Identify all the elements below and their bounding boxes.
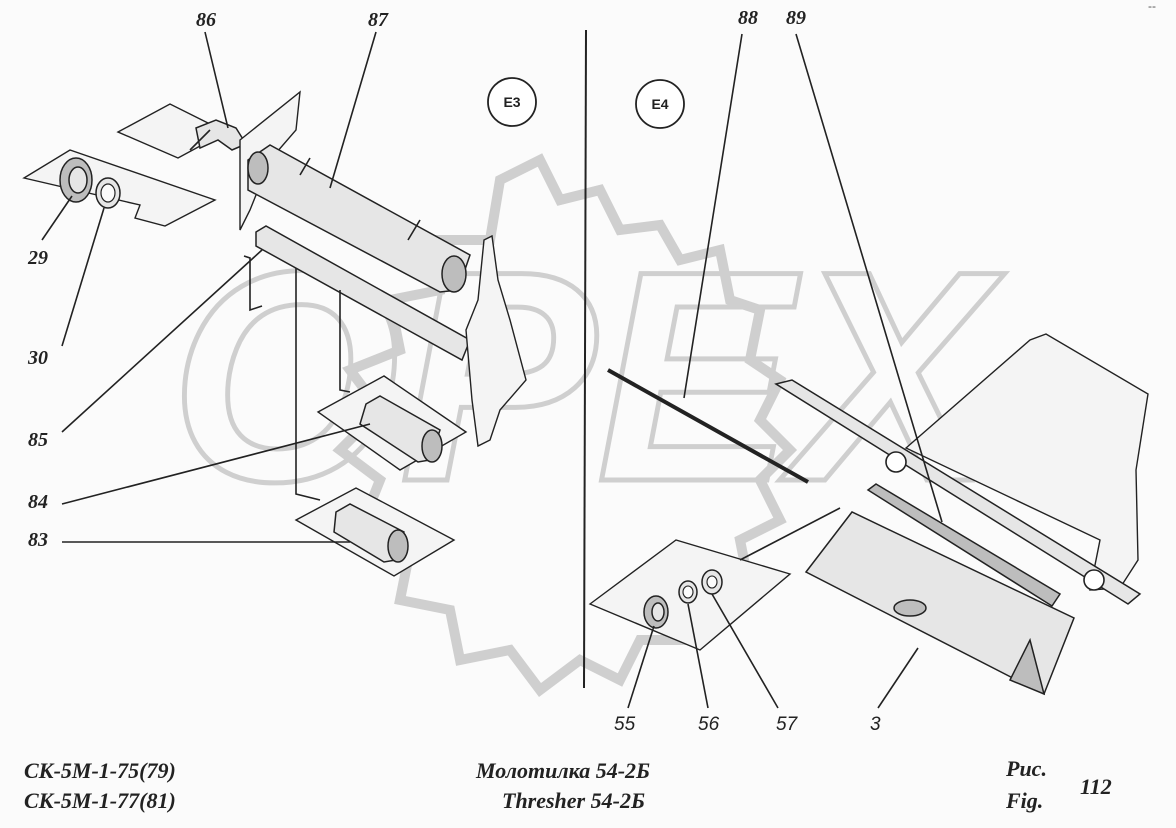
washer-57 (701, 569, 723, 595)
left-assembly (22, 31, 527, 577)
rod-88 (607, 368, 809, 484)
zone-label-e3: E3 (503, 94, 520, 110)
callout-86: 86 (196, 9, 216, 31)
callout-29: 29 (27, 247, 48, 269)
title-russian: Молотилка 54-2Б (476, 758, 651, 783)
roller-83 (294, 487, 456, 577)
title-english: Thresher 54-2Б (502, 788, 645, 813)
leader-56 (687, 603, 709, 709)
leader-87 (329, 31, 377, 189)
model-code-2: СК-5М-1-77(81) (24, 788, 176, 813)
callout-88: 88 (738, 7, 758, 29)
frame-85 (243, 225, 471, 501)
callout-56: 56 (698, 714, 720, 735)
leader-89 (795, 33, 943, 523)
figure-label-english: Fig. (1006, 788, 1044, 813)
section-divider (583, 29, 587, 689)
nut-55 (643, 595, 669, 629)
callout-85: 85 (28, 429, 48, 451)
nut-29 (59, 157, 93, 203)
callout-87: 87 (368, 9, 389, 31)
angle-beam (774, 379, 1142, 605)
leader-57 (711, 593, 779, 709)
leader-30 (61, 207, 105, 347)
bracket-86 (189, 119, 248, 151)
beater-87 (247, 144, 471, 293)
callout-55: 55 (614, 714, 636, 735)
callout-3: 3 (870, 714, 881, 735)
zone-marker-e3: E3 (487, 77, 537, 127)
leader-29 (41, 195, 73, 241)
leader-84 (61, 423, 371, 505)
leader-88 (683, 33, 743, 399)
right-assembly (588, 33, 1149, 709)
zone-label-e4: E4 (651, 96, 668, 112)
leader-86 (204, 31, 229, 129)
apron-3 (804, 511, 1075, 696)
roller-84 (316, 375, 468, 471)
washer-30 (95, 177, 121, 209)
figure-label-russian: Рис. (1006, 756, 1047, 781)
callout-30: 30 (27, 347, 48, 369)
leader-55 (627, 625, 655, 709)
corner-mark: -- (1148, 0, 1156, 13)
washer-56 (678, 580, 698, 604)
model-code-1: СК-5М-1-75(79) (24, 758, 176, 783)
figure-number: 112 (1080, 774, 1112, 799)
callout-89: 89 (786, 7, 806, 29)
leader-85 (61, 249, 263, 433)
strip-89 (866, 483, 1062, 608)
callout-84: 84 (28, 491, 48, 513)
callout-57: 57 (776, 714, 799, 735)
curtain (904, 333, 1149, 591)
side-post (465, 234, 527, 448)
leader-3 (877, 647, 919, 709)
callout-83: 83 (28, 529, 48, 551)
zone-marker-e4: E4 (635, 79, 685, 129)
